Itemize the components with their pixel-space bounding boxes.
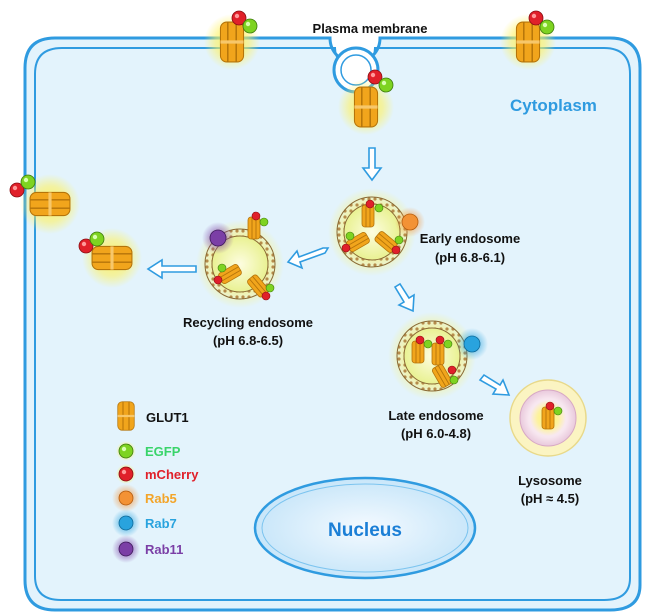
returning-glut1	[78, 228, 142, 288]
late-endosome	[388, 312, 488, 400]
lysosome	[509, 379, 587, 457]
arrow-to-early-endosome	[361, 147, 383, 182]
legend-rab11: Rab11	[112, 535, 183, 563]
arrows	[146, 147, 511, 396]
arrow-to-late-endosome	[393, 282, 415, 313]
plasma-membrane-label: Plasma membrane	[313, 21, 428, 36]
late-endosome-label: Late endosome	[388, 408, 483, 423]
legend-mcherry: mCherry	[116, 464, 199, 484]
legend-rab11-label: Rab11	[145, 542, 183, 557]
legend-rab7-label: Rab7	[145, 516, 177, 531]
lysosome-label: Lysosome	[518, 473, 582, 488]
nucleus-label: Nucleus	[328, 520, 402, 541]
recycling-endosome-label: Recycling endosome	[183, 315, 313, 330]
legend-rab5-label: Rab5	[145, 491, 177, 506]
legend-glut1: GLUT1	[116, 400, 189, 432]
legend-egfp: EGFP	[116, 441, 181, 461]
nucleus: Nucleus	[253, 476, 477, 580]
legend-glut1-label: GLUT1	[146, 410, 189, 425]
late-endosome-ph: (pH 6.0-4.8)	[401, 426, 471, 441]
internalized-glut1	[338, 69, 394, 135]
arrow-to-outside	[146, 258, 197, 280]
arrow-to-recycling-endosome	[286, 247, 330, 270]
legend-rab5: Rab5	[112, 484, 177, 512]
cytoplasm-label: Cytoplasm	[510, 96, 597, 115]
recycling-endosome	[196, 211, 284, 308]
surface-glut1-left	[204, 10, 260, 70]
early-endosome-ph: (pH 6.8-6.1)	[435, 250, 505, 265]
early-endosome-label: Early endosome	[420, 231, 520, 246]
recycled-glut1-outside	[9, 174, 80, 234]
legend-egfp-label: EGFP	[145, 444, 181, 459]
legend-mcherry-label: mCherry	[145, 467, 199, 482]
recycling-endosome-ph: (pH 6.8-6.5)	[213, 333, 283, 348]
early-endosome	[328, 188, 425, 276]
lysosome-ph: (pH ≈ 4.5)	[521, 491, 579, 506]
surface-glut1-right	[500, 10, 556, 70]
legend: GLUT1 EGFP mCherry Rab5 Rab7 Rab11	[112, 400, 199, 563]
arrow-to-lysosome	[478, 373, 511, 396]
legend-rab7: Rab7	[112, 509, 177, 537]
